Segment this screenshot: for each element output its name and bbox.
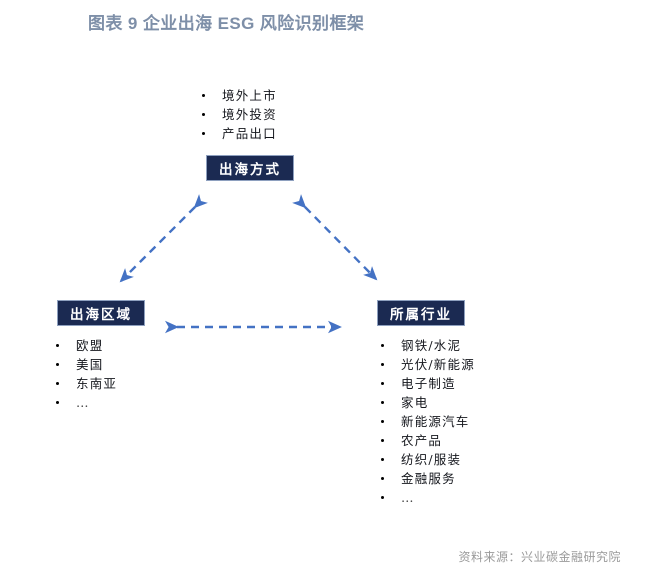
node-label: 出海方式 xyxy=(219,162,281,178)
node-box-chuhai-quyu[interactable]: 出海区域 xyxy=(57,300,145,326)
list-item: 光伏/新能源 xyxy=(377,355,475,374)
node-label: 所属行业 xyxy=(390,307,452,323)
node-top-item-list: 境外上市 境外投资 产品出口 xyxy=(198,86,277,143)
connector-top-right xyxy=(292,194,378,281)
list-item: … xyxy=(52,393,117,412)
list-item: 家电 xyxy=(377,393,475,412)
list-item: 金融服务 xyxy=(377,469,475,488)
list-item: 境外投资 xyxy=(198,105,277,124)
list-item: 产品出口 xyxy=(198,124,277,143)
list-item: 境外上市 xyxy=(198,86,277,105)
node-left-item-list: 欧盟 美国 东南亚 … xyxy=(52,336,117,412)
list-item: 电子制造 xyxy=(377,374,475,393)
list-item: … xyxy=(377,488,475,507)
list-item: 钢铁/水泥 xyxy=(377,336,475,355)
node-box-suoshu-hangye[interactable]: 所属行业 xyxy=(377,300,465,326)
node-right-item-list: 钢铁/水泥 光伏/新能源 电子制造 家电 新能源汽车 农产品 纺织/服装 金融服… xyxy=(377,336,475,507)
list-item: 农产品 xyxy=(377,431,475,450)
list-item: 新能源汽车 xyxy=(377,412,475,431)
node-label: 出海区域 xyxy=(70,307,132,323)
list-item: 欧盟 xyxy=(52,336,117,355)
figure-source: 资料来源：兴业碳金融研究院 xyxy=(458,550,621,564)
list-item: 美国 xyxy=(52,355,117,374)
list-item: 东南亚 xyxy=(52,374,117,393)
list-item: 纺织/服装 xyxy=(377,450,475,469)
connector-top-left xyxy=(119,194,208,283)
figure-title: 图表 9 企业出海 ESG 风险识别框架 xyxy=(88,14,365,33)
node-box-chuhai-fangshi[interactable]: 出海方式 xyxy=(206,155,294,181)
